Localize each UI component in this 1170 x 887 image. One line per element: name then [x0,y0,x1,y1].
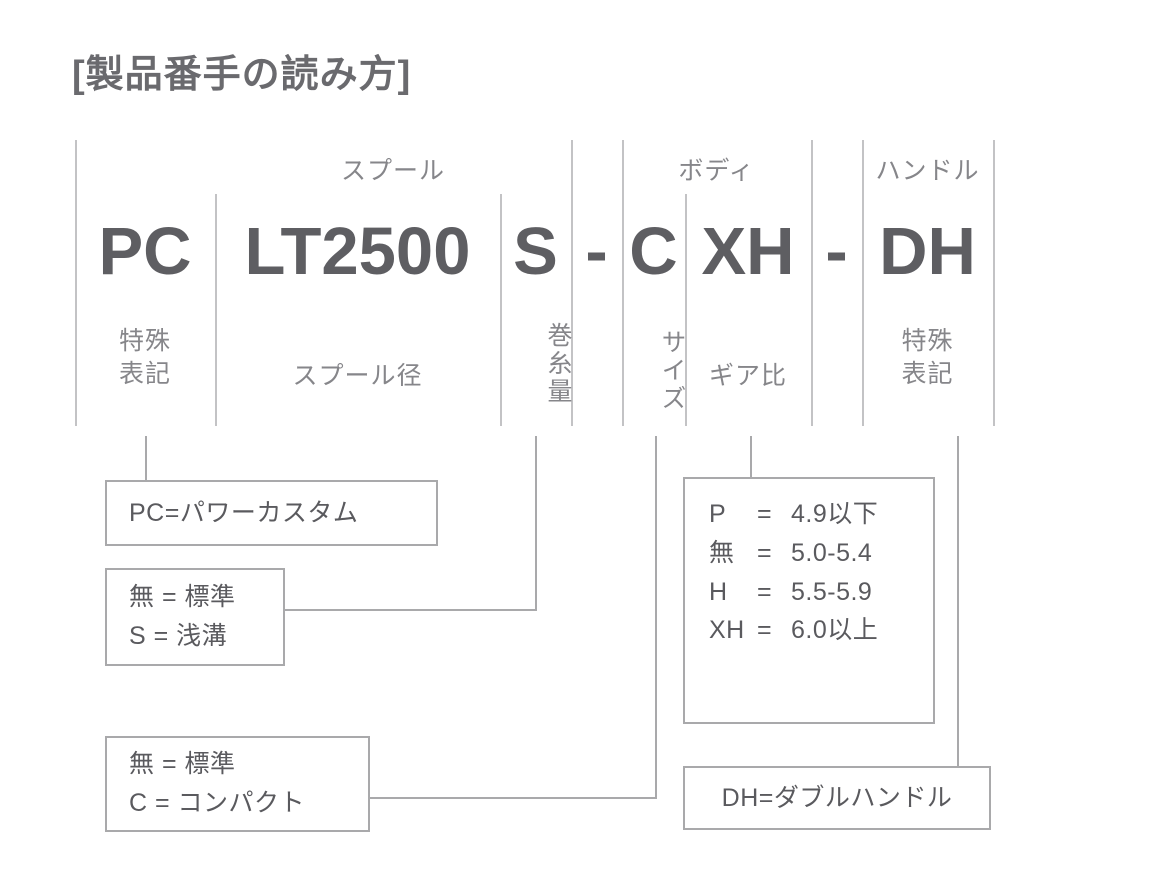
sublabel-dh: 特殊 表記 [862,325,993,391]
gear-row-4-value: 6.0以上 [791,616,879,645]
gear-row-1-eq: = [757,500,773,528]
sublabel-dh-line2: 表記 [901,360,954,388]
gear-row-2-eq: = [757,538,773,567]
callout-pc-line-1: PC=パワーカスタム [129,498,359,527]
sublabel-c: サイズ [658,329,686,413]
divider-code-left [75,194,77,426]
sublabel-pc-line2: 表記 [118,360,171,388]
divider-s-dash [571,194,573,426]
callout-handle: DH=ダブルハンドル [683,766,991,830]
divider-header-handle-end [993,140,995,194]
code-segment-s: S [513,214,558,289]
divider-xh-dash2 [811,194,813,426]
gear-row-3: H = 5.5-5.9 [709,573,933,612]
gear-row-4: XH = 6.0以上 [709,611,933,650]
sublabel-s: 巻糸量 [544,322,572,406]
gear-row-4-eq: = [757,616,773,645]
divider-dash2-dh [862,194,864,426]
divider-lt-s [500,194,502,426]
divider-header-handle-start [862,140,864,194]
callout-spool-line-1: 無 = 標準 [129,583,236,612]
callout-spool-line-2: S = 浅溝 [129,622,228,650]
gear-row-3-eq: = [757,577,773,606]
connector-size-horizontal [368,797,657,799]
connector-spool-horizontal [283,609,537,611]
page-title: [製品番手の読み方] [72,54,412,96]
gear-row-3-value: 5.5-5.9 [791,577,873,606]
divider-code-right [993,194,995,426]
group-header-body: ボディ [678,157,755,185]
gear-row-4-key: XH [709,616,745,645]
gear-row-1: P = 4.9以下 [709,495,933,534]
divider-header-spool-end [571,140,573,194]
callout-size: 無 = 標準 C = コンパクト [105,736,370,832]
callout-handle-line-1: DH=ダブルハンドル [721,783,953,812]
gear-row-1-value: 4.9以下 [791,500,879,528]
gear-row-2-value: 5.0-5.4 [791,538,873,567]
sublabel-lt2500: スプール径 [292,362,423,390]
code-segment-pc: PC [98,214,192,289]
sublabel-pc-line1: 特殊 [118,327,171,355]
connector-handle-vertical [957,436,959,766]
connector-pc-vertical [145,436,147,482]
divider-header-left [75,140,77,194]
code-segment-xh: XH [701,214,795,289]
callout-size-line-2: C = コンパクト [129,789,306,817]
code-segment-dh: DH [879,214,976,289]
divider-c-xh [685,194,687,426]
connector-gear-vertical [750,436,752,477]
callout-size-line-1: 無 = 標準 [129,750,236,779]
code-segment-lt2500: LT2500 [244,214,471,289]
connector-size-vertical [655,436,657,798]
divider-header-body-start [622,140,624,194]
gear-row-2-key: 無 [709,538,735,567]
gear-row-3-key: H [709,577,728,606]
gear-row-2: 無 = 5.0-5.4 [709,534,933,573]
code-separator-2: - [825,214,848,289]
group-header-handle: ハンドル [875,157,980,185]
callout-spool: 無 = 標準 S = 浅溝 [105,568,285,666]
gear-row-1-key: P [709,500,727,528]
sublabel-xh: ギア比 [708,362,787,390]
callout-gear: P = 4.9以下 無 = 5.0-5.4 H = 5.5-5.9 XH = 6… [683,477,935,724]
callout-pc: PC=パワーカスタム [105,480,438,546]
connector-spool-vertical [535,436,537,610]
group-header-spool: スプール [340,157,445,185]
divider-dash-c [622,194,624,426]
code-separator-1: - [585,214,608,289]
divider-header-body-end [811,140,813,194]
code-segment-c: C [629,214,678,289]
divider-pc-lt [215,194,217,426]
sublabel-pc: 特殊 表記 [75,325,215,391]
sublabel-dh-line1: 特殊 [901,327,954,355]
